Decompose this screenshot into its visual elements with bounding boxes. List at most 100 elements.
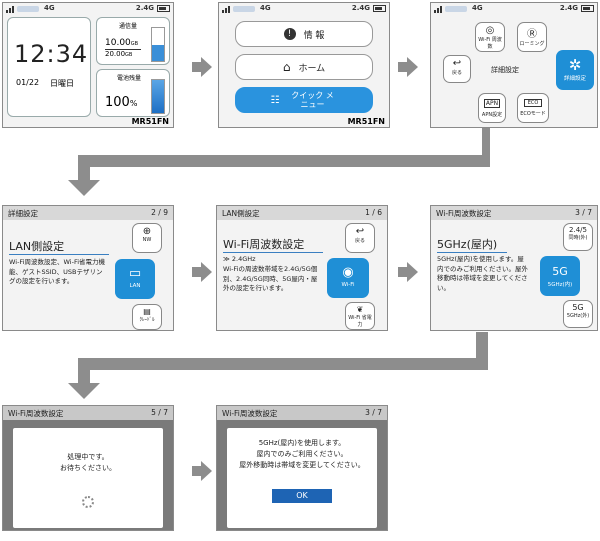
roaming-icon: Ⓡ [527, 29, 537, 40]
dual-band-icon: 2.4/5 [569, 226, 587, 234]
confirm-dialog: 5GHz(屋内)を使用します。 屋内でのみご利用ください。 屋外移動時は帯域を変… [227, 428, 377, 528]
home-icon: ⌂ [282, 60, 291, 74]
traffic-label: 通信量 [119, 23, 138, 30]
page-body: Wi-Fi周波数設定、Wi-Fi省電力機能、ゲストSSID、USBテザリングの設… [9, 258, 106, 285]
wifi-button[interactable]: ◉Wi-Fi [327, 258, 369, 298]
spinner-icon [82, 496, 94, 508]
network-type: 4G [260, 4, 271, 12]
traffic-used: 10.00GB [105, 38, 139, 48]
arrow-4-5 [192, 262, 212, 282]
traffic-panel[interactable]: 通信量 10.00GB 20.00GB [96, 17, 170, 65]
screen-home: 4G 2.4G 12:34 01/22 日曜日 通信量 10.00GB 20.0… [2, 2, 174, 128]
globe-icon: ⊕ [142, 226, 152, 237]
gear-icon: ✲ [568, 56, 582, 74]
back-button[interactable]: ↩戻る [345, 223, 375, 253]
signal-icon [222, 5, 230, 13]
menu-info-button[interactable]: ! 情 報 [235, 21, 373, 47]
confirm-line1: 5GHz(屋内)を使用します。 [258, 439, 346, 447]
wifi-icon: ◉ [342, 265, 354, 280]
5g-out-icon: 5G [572, 303, 584, 312]
page-title: Wi-Fi周波数設定 [223, 236, 323, 253]
settings-button[interactable]: ✲詳細設定 [556, 50, 594, 90]
traffic-bar [151, 27, 165, 62]
battery-icon [581, 5, 594, 12]
signal-icon [434, 5, 442, 13]
menu-quick-button[interactable]: ☷ クイック メニュー [235, 87, 373, 113]
battery-label: 電池残量 [117, 75, 142, 82]
back-icon: ↩ [355, 226, 365, 237]
confirm-line3: 屋外移動時は帯域を変更してください。 [239, 461, 365, 469]
page-title: 5GHz(屋内) [437, 236, 507, 253]
list-icon: ☷ [270, 94, 280, 106]
arrow-7-8 [192, 461, 212, 481]
back-button[interactable]: ↩戻る [443, 55, 471, 83]
wifi-band-button[interactable]: ◎Wi-Fi 周波数 [475, 22, 505, 52]
ok-button[interactable]: OK [272, 489, 332, 503]
clock-time: 12:34 [14, 40, 89, 68]
lan-icon: ▭ [128, 266, 142, 281]
band-indicator: 2.4G [135, 4, 154, 12]
carrier-blur [445, 6, 467, 12]
status-bar: 4G 2.4G [431, 3, 597, 15]
wifi-icon: ◎ [485, 25, 495, 36]
processing-line2: お待ちください。 [60, 464, 116, 472]
clock-panel: 12:34 01/22 日曜日 [7, 17, 91, 117]
eco-icon: ECO [524, 99, 542, 107]
arrow-5-6 [398, 262, 418, 282]
battery-icon [373, 5, 386, 12]
traffic-total: 20.00GB [105, 50, 133, 58]
menu-home-button[interactable]: ⌂ ホーム [235, 54, 373, 80]
lan-button[interactable]: ▭LAN [115, 259, 155, 299]
model-name: MR51FN [347, 117, 385, 126]
network-type: 4G [472, 4, 483, 12]
screen-menu: 4G 2.4G ! 情 報 ⌂ ホーム ☷ クイック メニュー MR51FN [218, 2, 390, 128]
signal-icon [6, 5, 14, 13]
back-icon: ↩ [452, 58, 462, 69]
arrow-1-2 [192, 57, 212, 77]
leaf-icon: ❦ [356, 305, 364, 314]
page-body: 5GHz(屋内)を使用します。屋内でのみご利用ください。屋外移動時は帯域を変更し… [437, 255, 528, 292]
wifi-eco-button[interactable]: ❦Wi-Fi 省電力 [345, 302, 375, 330]
status-bar: 4G 2.4G [219, 3, 389, 15]
page-title: LAN側設定 [9, 238, 109, 255]
confirm-line2: 屋内でのみご利用ください。 [256, 450, 348, 458]
clock-weekday: 日曜日 [50, 79, 74, 88]
processing-dialog: 処理中です。 お待ちください。 [13, 428, 163, 528]
connector-row2-row3 [68, 332, 488, 399]
band-value: ≫ 2.4GHz [223, 255, 256, 263]
carrier-blur [233, 6, 255, 12]
cradle-icon: ▤ [143, 307, 151, 316]
clock-date: 01/22 [16, 78, 40, 87]
battery-panel: 電池残量 100% [96, 69, 170, 117]
battery-icon [157, 5, 170, 12]
nw-button[interactable]: ⊕NW [132, 223, 162, 253]
center-label: 詳細設定 [491, 66, 519, 74]
page-body: Wi-Fiの周波数帯域を2.4G/5G個別、2.4G/5G同時、5G屋内・屋外の… [223, 265, 318, 292]
connector-row1-row2 [68, 128, 490, 196]
processing-line1: 処理中です。 [67, 453, 109, 461]
status-bar: 4G 2.4G [3, 3, 173, 15]
info-icon: ! [283, 28, 296, 40]
cradle-button[interactable]: ▤ｸﾚｰﾄﾞﾙ [132, 304, 162, 330]
battery-bar [151, 79, 165, 114]
carrier-blur [17, 6, 39, 12]
network-type: 4G [44, 4, 55, 12]
